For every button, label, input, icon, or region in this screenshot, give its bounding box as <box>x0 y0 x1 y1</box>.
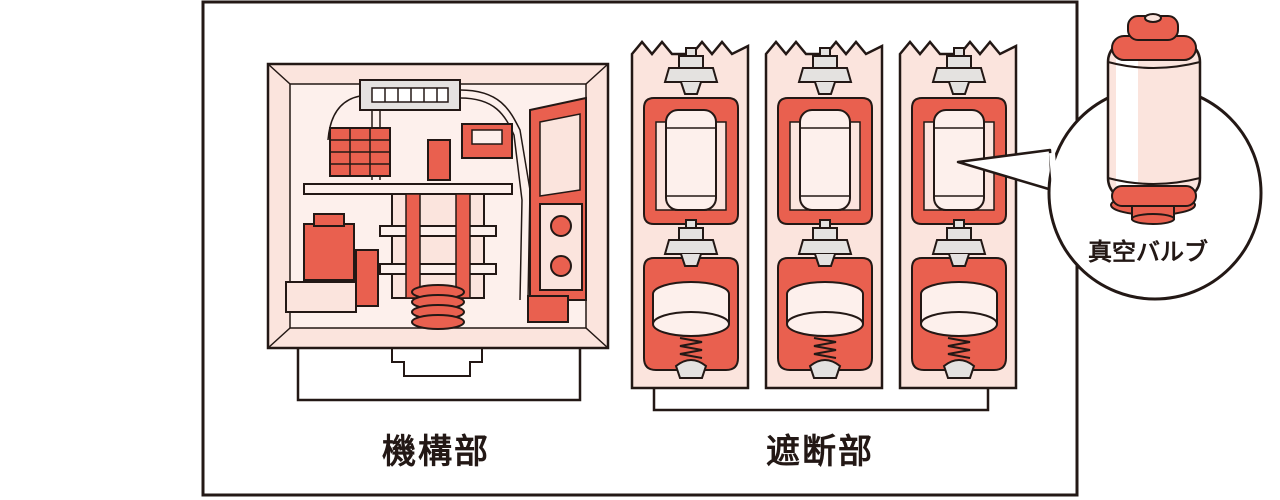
mechanism-label: 機構部 <box>382 432 490 472</box>
pole-2 <box>766 42 882 388</box>
vacuum-valve-callout <box>956 13 1263 301</box>
pole-3 <box>900 42 1016 388</box>
breaker-label: 遮断部 <box>766 432 874 472</box>
vacuum-valve-label: 真空バルブ <box>1088 238 1208 266</box>
breaker-unit <box>632 42 1016 412</box>
pole-1 <box>632 42 748 388</box>
mechanism-unit <box>266 62 610 402</box>
